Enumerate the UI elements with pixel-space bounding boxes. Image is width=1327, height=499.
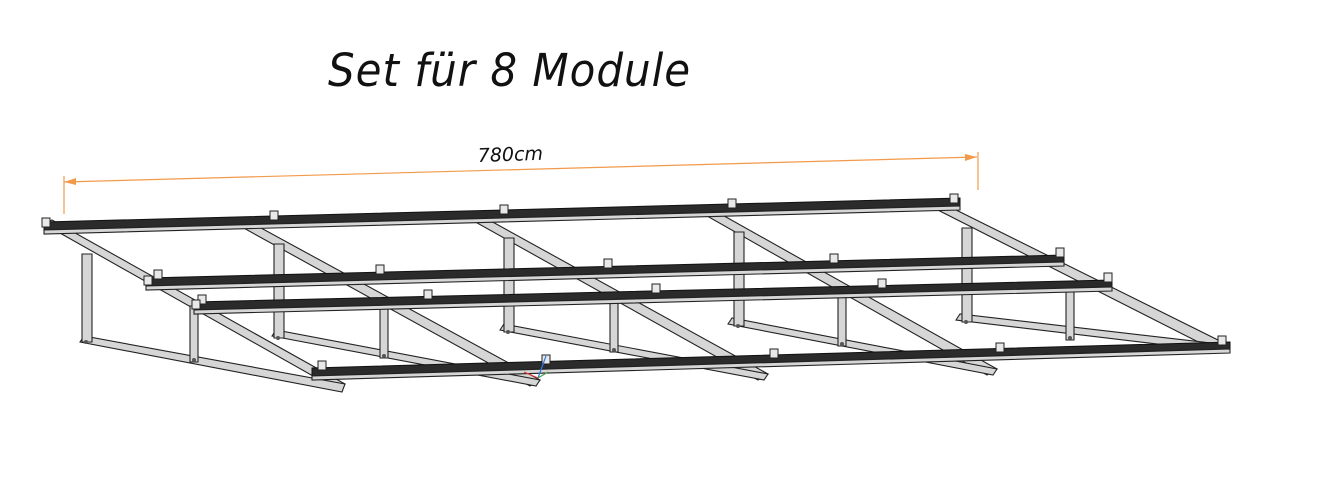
hole — [276, 336, 280, 340]
page-title: Set für 8 Module — [328, 44, 692, 97]
hole — [1068, 336, 1072, 340]
post-5b — [1065, 285, 1075, 341]
post-1a — [81, 253, 93, 343]
clamp — [143, 275, 153, 286]
dimension-line — [63, 156, 978, 183]
clamp — [317, 360, 327, 371]
rail-front-face — [311, 348, 1231, 381]
post-5a — [961, 227, 973, 323]
clamp — [191, 299, 201, 310]
post-3a — [503, 237, 515, 333]
clamp — [769, 348, 779, 359]
clamp — [949, 193, 959, 204]
clamp — [727, 198, 737, 209]
clamp — [877, 278, 887, 289]
post-2a — [273, 243, 285, 339]
clamp — [995, 342, 1005, 353]
hole — [612, 348, 616, 352]
clamp — [829, 253, 839, 264]
clamp — [375, 264, 385, 275]
clamp — [541, 354, 551, 365]
clamp — [41, 217, 51, 228]
hole — [382, 354, 386, 358]
dimension-arrow-left — [64, 178, 76, 185]
clamp — [423, 289, 433, 300]
dimension-label: 780cm — [477, 143, 543, 167]
clamp — [1103, 272, 1113, 283]
clamp — [499, 204, 509, 215]
mounting-holes — [84, 320, 1072, 362]
dimension-annotation: 780cm — [63, 143, 979, 214]
rail-clamps — [41, 193, 1227, 371]
hole — [192, 358, 196, 362]
base-beams — [79, 313, 1229, 393]
clamp — [153, 269, 163, 280]
post-4a — [733, 231, 745, 327]
hole — [84, 340, 88, 344]
rail-front — [311, 341, 1231, 377]
clamp — [1217, 335, 1227, 346]
rail-lower-mid-face — [193, 286, 1113, 315]
clamp — [651, 283, 661, 294]
clamp — [269, 210, 279, 221]
hole — [506, 330, 510, 334]
hole — [964, 320, 968, 324]
rail-back-face — [43, 205, 961, 235]
hole — [736, 324, 740, 328]
dimension-arrow-right — [965, 154, 977, 161]
post-3b — [609, 295, 619, 353]
clamp — [1055, 247, 1065, 258]
axis-triad-icon — [523, 355, 549, 379]
rail-upper-mid-face — [145, 261, 1065, 291]
clamp — [603, 258, 613, 269]
hole — [840, 342, 844, 346]
post-4b — [837, 289, 847, 347]
